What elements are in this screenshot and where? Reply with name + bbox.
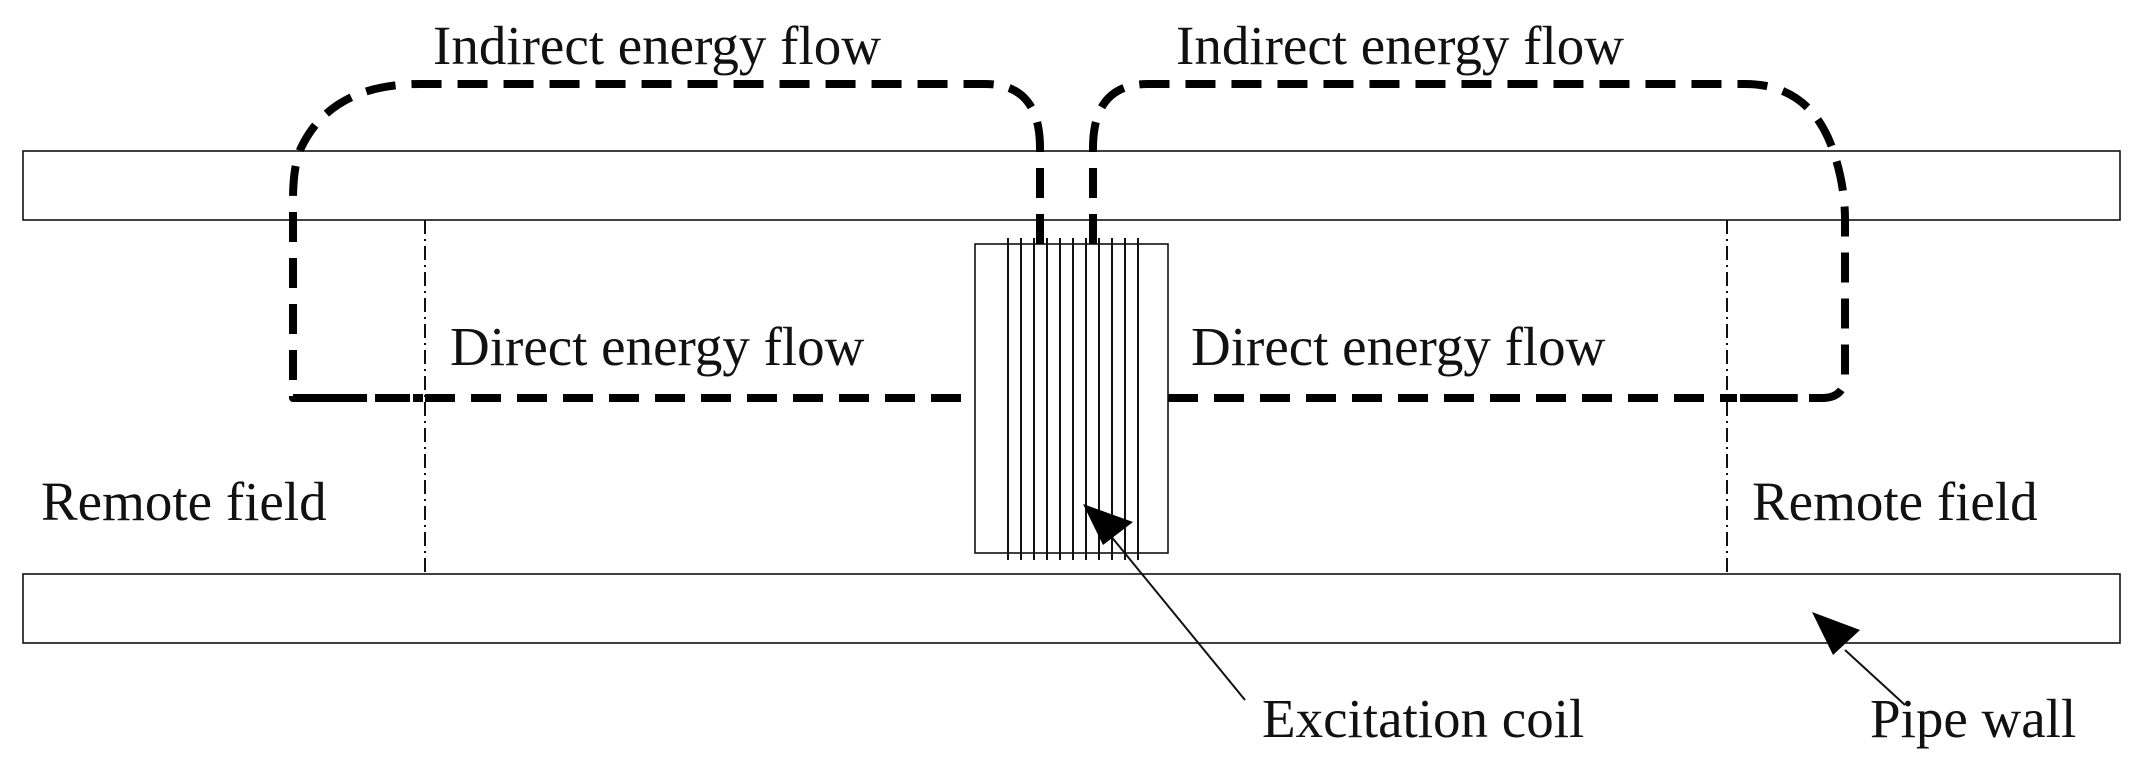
pipe-wall-bottom <box>22 573 2121 644</box>
indirect-flow-label-left: Indirect energy flow <box>433 15 881 76</box>
direct-flow-label-right: Direct energy flow <box>1191 316 1606 377</box>
pipe-wall-leader-arrow <box>1812 612 1906 706</box>
remote-field-label-left: Remote field <box>41 471 327 532</box>
indirect-flow-path-left <box>289 80 1044 402</box>
excitation-coil-label: Excitation coil <box>1262 688 1584 749</box>
pipe-wall-top <box>22 150 2121 221</box>
indirect-flow-label-right: Indirect energy flow <box>1176 15 1624 76</box>
excitation-coil <box>974 238 1169 560</box>
pipe-wall-label: Pipe wall <box>1870 688 2076 749</box>
remote-field-label-right: Remote field <box>1752 471 2038 532</box>
indirect-flow-path-right <box>1089 80 1849 402</box>
direct-flow-label-left: Direct energy flow <box>450 316 865 377</box>
coil-leader-arrow <box>1083 504 1246 701</box>
